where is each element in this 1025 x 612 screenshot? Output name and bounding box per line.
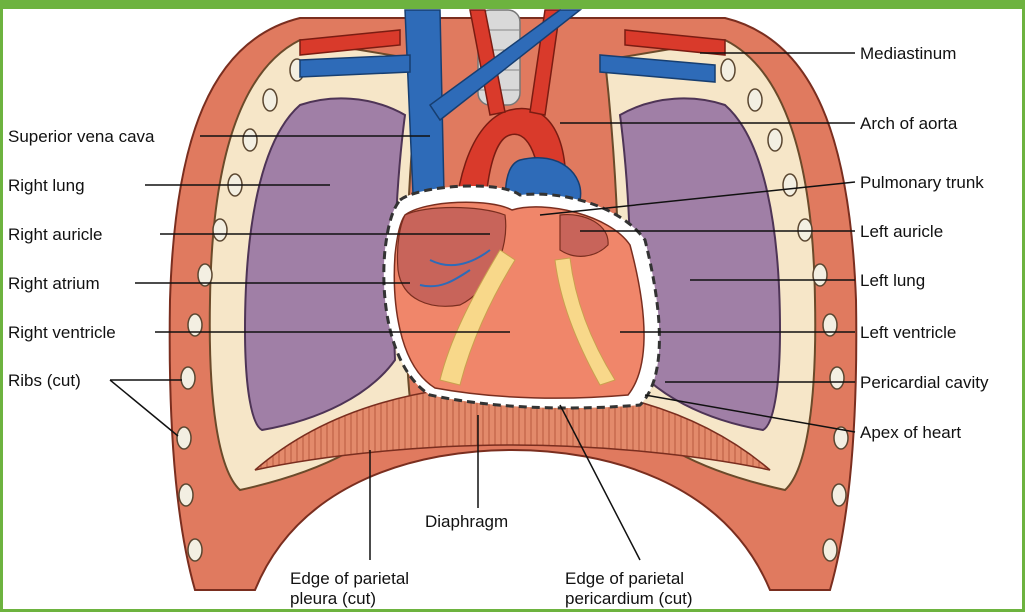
label-right-ventricle: Right ventricle: [8, 323, 116, 342]
label-arch-of-aorta: Arch of aorta: [860, 114, 958, 133]
label-mediastinum: Mediastinum: [860, 44, 956, 63]
label-parietal-pericardium-line1: Edge of parietal: [565, 569, 684, 588]
label-superior-vena-cava: Superior vena cava: [8, 127, 155, 146]
label-left-auricle: Left auricle: [860, 222, 943, 241]
label-parietal-pleura-line2: pleura (cut): [290, 589, 376, 608]
label-apex-of-heart: Apex of heart: [860, 423, 961, 442]
label-ribs-cut: Ribs (cut): [8, 371, 81, 390]
label-pericardial-cavity: Pericardial cavity: [860, 373, 989, 392]
label-pulmonary-trunk: Pulmonary trunk: [860, 173, 984, 192]
label-left-lung: Left lung: [860, 271, 925, 290]
label-parietal-pericardium-line2: pericardium (cut): [565, 589, 693, 608]
label-right-auricle: Right auricle: [8, 225, 103, 244]
label-right-atrium: Right atrium: [8, 274, 100, 293]
label-right-lung: Right lung: [8, 176, 85, 195]
label-diaphragm: Diaphragm: [425, 512, 508, 531]
label-parietal-pleura-line1: Edge of parietal: [290, 569, 409, 588]
label-left-ventricle: Left ventricle: [860, 323, 956, 342]
